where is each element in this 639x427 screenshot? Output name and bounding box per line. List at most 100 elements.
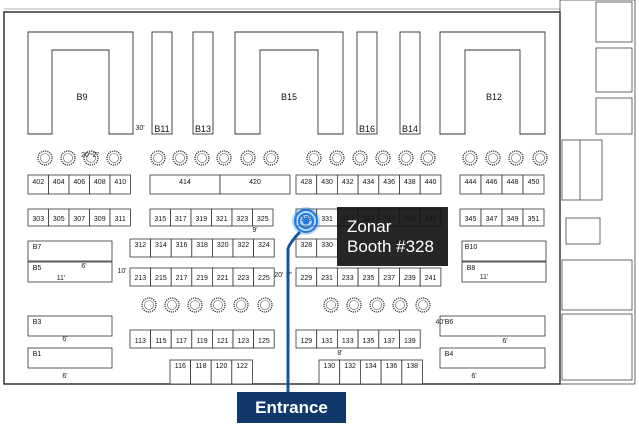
side-booth-b8[interactable]	[461, 261, 547, 283]
side-booth-label-b3: B3	[33, 319, 42, 326]
side-booth-b3[interactable]	[27, 315, 113, 337]
booth-label-132: 132	[344, 363, 356, 370]
booth-label-217: 217	[176, 275, 188, 282]
dimension-label: 11'	[57, 275, 66, 282]
side-booth-label-b8: B8	[467, 265, 476, 272]
booth-label-444: 444	[465, 179, 477, 186]
dimension-label: 8'	[337, 350, 342, 357]
booth-label-450: 450	[528, 179, 540, 186]
hall-label-b16: B16	[359, 124, 375, 134]
booth-label-129: 129	[301, 338, 313, 345]
booth-label-121: 121	[217, 338, 229, 345]
booth-label-317: 317	[175, 216, 187, 223]
booth-label-436: 436	[383, 179, 395, 186]
booth-label-122: 122	[236, 363, 248, 370]
booth-241[interactable]	[419, 267, 442, 287]
booth-410[interactable]	[109, 174, 131, 195]
booth-label-440: 440	[425, 179, 437, 186]
zonar-booth-callout[interactable]: Zonar Booth #328	[337, 207, 448, 266]
hall-label-b12: B12	[486, 92, 502, 102]
side-booth-b5[interactable]	[27, 261, 113, 283]
dimension-label: 20'-2"	[81, 152, 99, 159]
booth-label-231: 231	[321, 275, 333, 282]
round-table-top	[511, 153, 521, 163]
hall-b11	[151, 31, 173, 135]
round-table-top	[260, 300, 270, 310]
booth-label-119: 119	[197, 338, 208, 345]
booth-label-318: 318	[196, 242, 208, 249]
booth-122[interactable]	[231, 359, 253, 385]
booth-label-428: 428	[301, 179, 313, 186]
round-table-top	[418, 300, 428, 310]
hall-label-b9: B9	[76, 92, 87, 102]
booth-225[interactable]	[253, 267, 275, 287]
booth-label-233: 233	[342, 275, 354, 282]
side-booth-label-b6: B6	[445, 319, 454, 326]
round-table-top	[535, 153, 545, 163]
round-table-top	[144, 300, 154, 310]
hall-b14	[399, 31, 421, 135]
booth-label-328: 328	[301, 242, 313, 249]
zonar-booth-marker	[292, 207, 320, 235]
side-booth-label-b4: B4	[445, 351, 454, 358]
dimension-label: 9'	[252, 227, 257, 234]
booth-label-118: 118	[195, 363, 206, 370]
booth-label-408: 408	[94, 179, 106, 186]
booth-125[interactable]	[253, 329, 275, 349]
booth-label-345: 345	[465, 216, 477, 223]
dimension-label: 6'	[81, 263, 86, 270]
round-table-top	[153, 153, 163, 163]
booth-label-316: 316	[176, 242, 188, 249]
booth-label-347: 347	[486, 216, 498, 223]
booth-label-420: 420	[249, 179, 261, 186]
callout-company: Zonar	[347, 217, 392, 236]
booth-label-138: 138	[406, 363, 418, 370]
booth-139[interactable]	[399, 329, 421, 349]
booth-label-406: 406	[73, 179, 85, 186]
booth-325[interactable]	[252, 208, 274, 227]
dimension-label: 10'	[117, 268, 126, 275]
side-booth-b6[interactable]	[439, 315, 546, 337]
booth-440[interactable]	[419, 174, 442, 195]
booth-label-130: 130	[324, 363, 336, 370]
booth-label-239: 239	[404, 275, 416, 282]
round-table-top	[175, 153, 185, 163]
booth-label-323: 323	[236, 216, 248, 223]
side-booth-b7[interactable]	[27, 240, 113, 262]
dimension-label: 6'	[62, 373, 67, 380]
round-table-top	[197, 153, 207, 163]
side-booth-label-b5: B5	[33, 265, 42, 272]
booth-label-136: 136	[386, 363, 398, 370]
booth-label-113: 113	[135, 338, 146, 345]
booth-label-430: 430	[321, 179, 333, 186]
side-booth-b10[interactable]	[461, 240, 547, 262]
booth-138[interactable]	[401, 359, 423, 385]
hall-label-b14: B14	[402, 124, 418, 134]
booth-label-331: 331	[321, 216, 333, 223]
booth-label-241: 241	[425, 275, 437, 282]
booth-label-414: 414	[179, 179, 191, 186]
booth-label-322: 322	[237, 242, 249, 249]
round-table-top	[332, 153, 342, 163]
booth-label-115: 115	[155, 338, 166, 345]
booth-324[interactable]	[253, 238, 275, 258]
side-booth-b1[interactable]	[27, 347, 113, 369]
booth-351[interactable]	[522, 208, 545, 227]
round-table-top	[190, 300, 200, 310]
booth-label-134: 134	[365, 363, 377, 370]
hall-label-b11: B11	[154, 124, 169, 134]
booth-label-404: 404	[53, 179, 65, 186]
booth-450[interactable]	[522, 174, 545, 195]
booth-420[interactable]	[219, 174, 291, 195]
round-table-top	[243, 153, 253, 163]
round-table-top	[465, 153, 475, 163]
booth-label-229: 229	[301, 275, 313, 282]
round-table-top	[266, 153, 276, 163]
booth-label-133: 133	[342, 338, 354, 345]
booth-311[interactable]	[109, 208, 131, 227]
hall-b13	[192, 31, 214, 135]
side-booth-b4[interactable]	[439, 347, 546, 369]
hall-b12	[439, 31, 546, 135]
side-booth-label-b7: B7	[33, 244, 42, 251]
